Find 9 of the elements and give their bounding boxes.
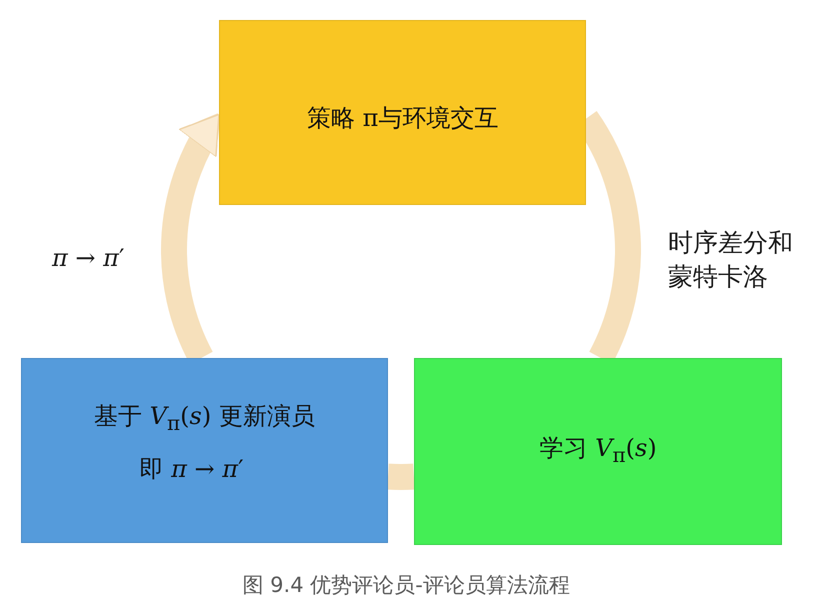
step-text: 策略 π与环境交互 <box>307 103 498 134</box>
arc-connector <box>388 464 414 490</box>
figure-caption: 图 9.4 优势评论员-评论员算法流程 <box>242 572 570 599</box>
step-text: 即 π → π′ <box>140 454 244 485</box>
process-box <box>414 358 782 545</box>
process-box <box>219 20 586 205</box>
step-text: 学习 V$_{π}$(s) <box>540 433 657 469</box>
step-text: 基于 V$_{π}$(s) 更新演员 <box>94 401 315 437</box>
process-box <box>21 358 388 543</box>
